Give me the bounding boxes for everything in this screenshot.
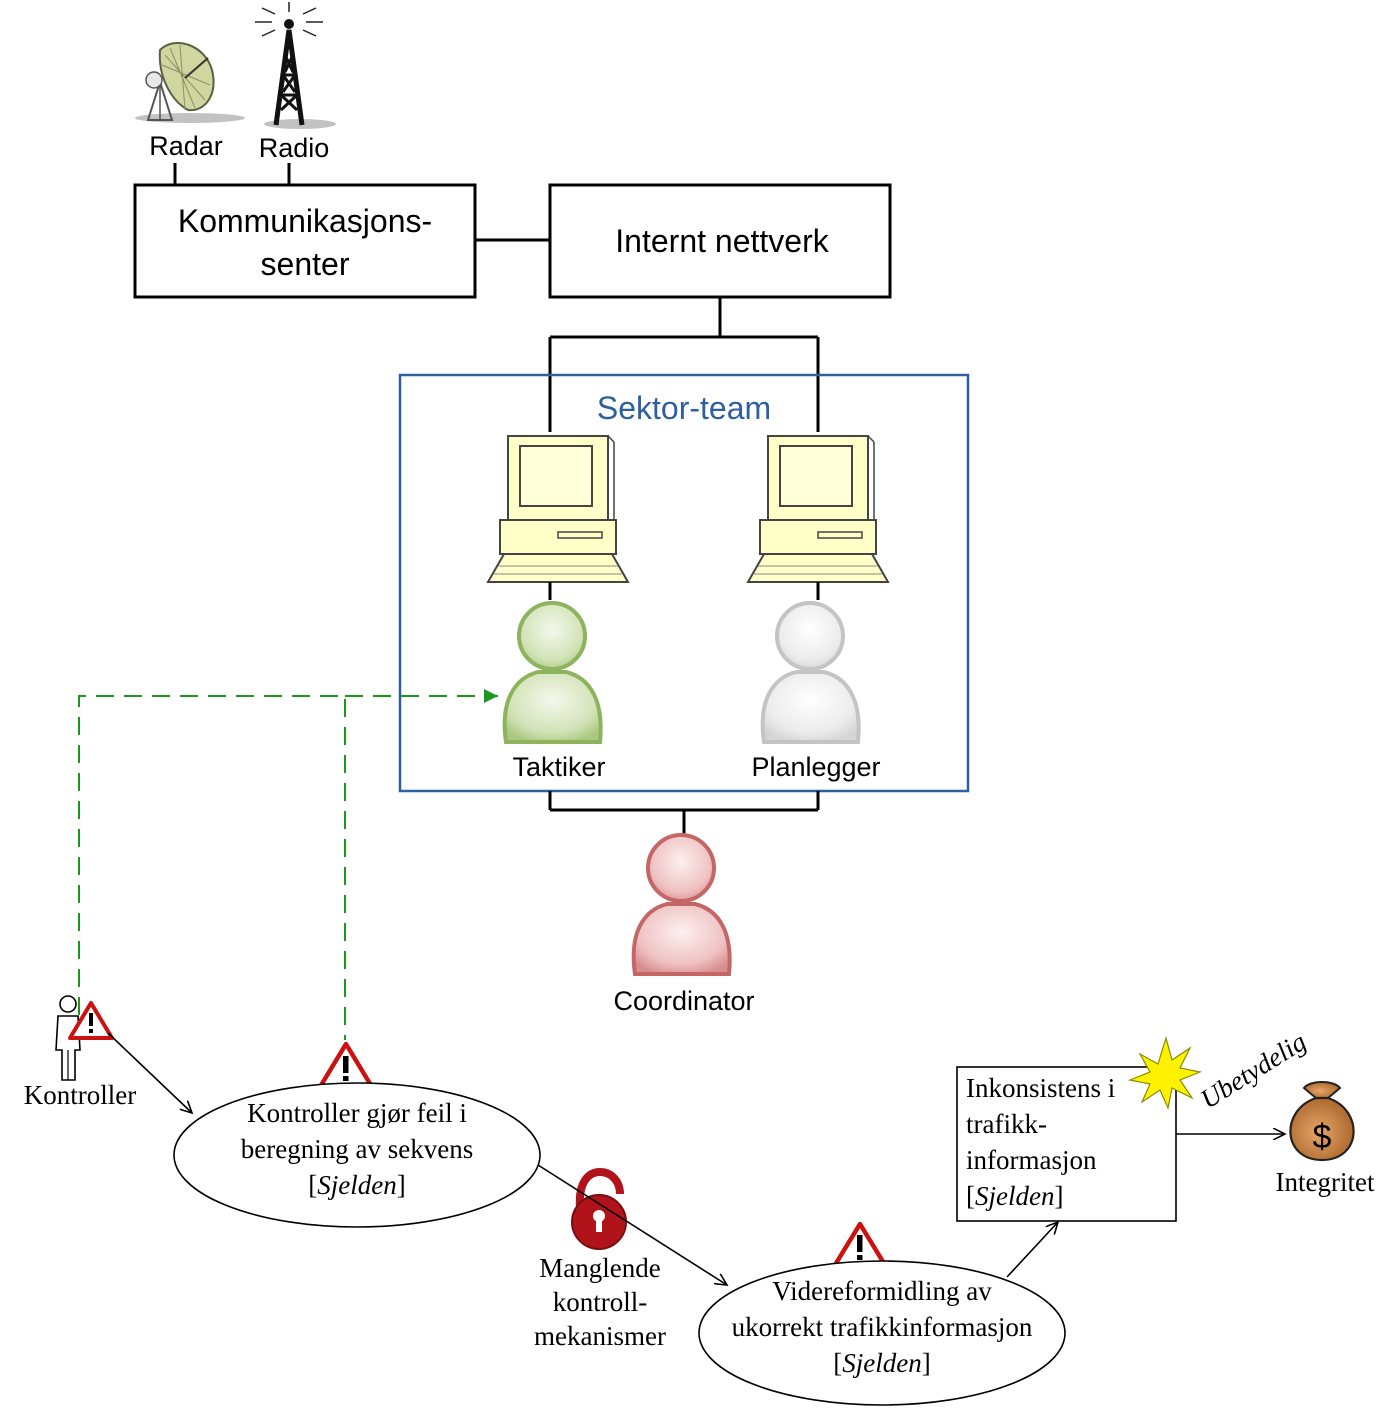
threat-scenario-1-line1: Kontroller gjør feil i [247,1098,467,1128]
warning-icon [832,1221,888,1268]
computer-icon [486,435,630,583]
threat-scenario-2-line1: Videreformidling av [772,1276,992,1306]
planner-label: Planlegger [751,752,880,782]
incident-line1: Inkonsistens i [966,1073,1115,1103]
coordinator-label: Coordinator [613,986,754,1016]
incident-line2: trafikk- [966,1109,1047,1139]
asset-label: Integritet [1276,1167,1375,1197]
radio-label: Radio [259,133,330,163]
vulnerability-label-line1: Manglende [539,1253,660,1283]
dashed-connector [78,695,346,1040]
threat-scenario-1-frequency: [Sjelden] [308,1170,405,1200]
threat-scenario-2-frequency: [Sjelden] [833,1348,930,1378]
tactician-person-icon [502,601,603,744]
vulnerability-label-line3: mekanismer [534,1321,666,1351]
asset-symbol: $ [1313,1118,1332,1156]
threat-actor-label: Kontroller [24,1080,136,1110]
radar-dish-icon [135,41,245,123]
internal-network-label: Internt nettverk [615,223,829,259]
communication-center-label-line1: Kommunikasjons- [178,203,432,239]
planner-person-icon [760,601,861,744]
threat-scenario-1-line2: beregning av sekvens [241,1134,473,1164]
radio-tower-icon [255,2,336,129]
money-bag-icon: $ [1289,1081,1355,1162]
unwanted-incident-box [956,1066,1177,1222]
threat-scenario-2-line2: ukorrekt trafikkinformasjon [732,1312,1033,1342]
coordinator-person-icon [631,833,732,976]
vulnerability-label-line2: kontroll- [553,1287,648,1317]
warning-icon [68,1001,114,1040]
radar-label: Radar [149,131,223,161]
threat-scenario-1 [173,1082,541,1228]
communication-center-label-line2: senter [261,246,350,282]
burst-icon [1127,1035,1203,1110]
consequence-label: Ubetydelig [1195,1026,1311,1114]
incident-line3: informasjon [966,1145,1097,1175]
sector-team-frame [398,373,970,793]
sector-team-title: Sektor-team [597,390,771,426]
tactician-label: Taktiker [512,752,605,782]
warning-icon [317,1041,375,1090]
computer-icon [746,435,890,583]
threat-scenario-2 [698,1260,1066,1406]
incident-frequency: [Sjelden] [966,1181,1063,1211]
internal-network-box [548,183,892,299]
unlock-icon [571,1167,627,1250]
